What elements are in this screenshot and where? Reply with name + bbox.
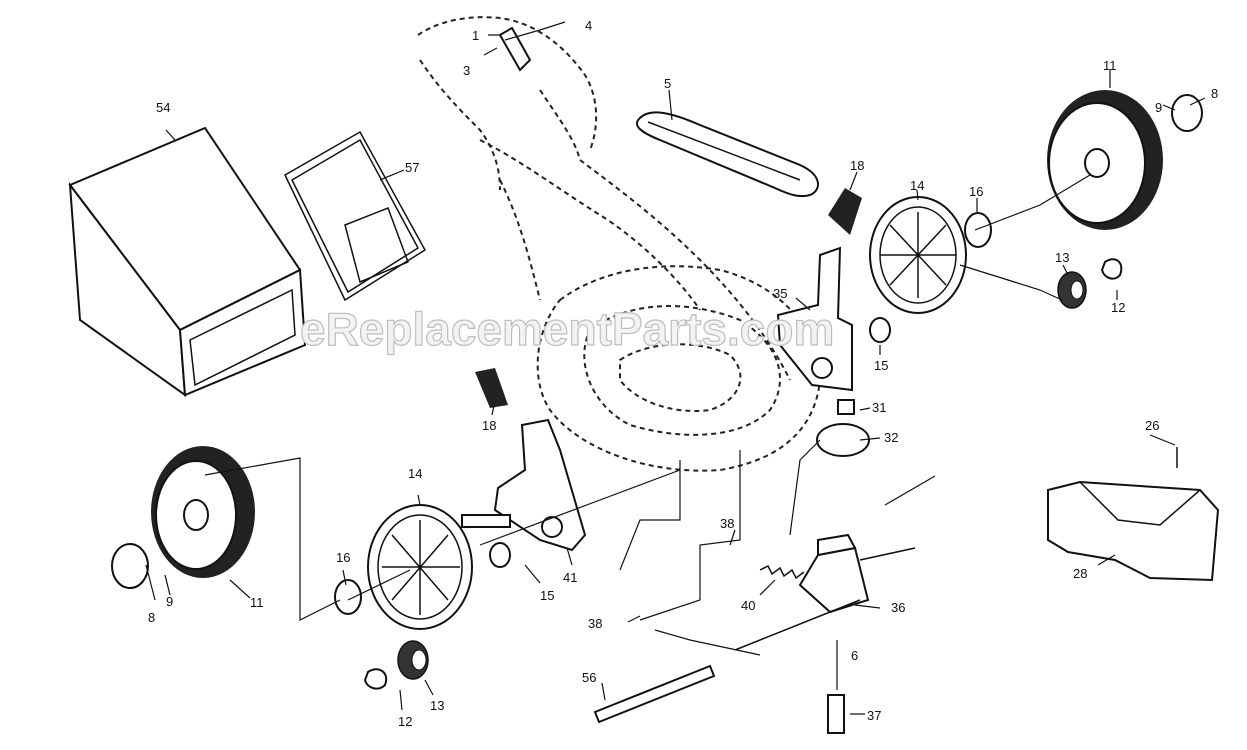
callout-5: 5 [664, 76, 671, 91]
callout-15-right: 15 [874, 358, 888, 373]
callout-13-right: 13 [1055, 250, 1069, 265]
callout-1: 1 [472, 28, 479, 43]
callout-labels: 1 3 4 5 6 8 8 9 9 11 11 12 12 13 13 14 1… [148, 18, 1218, 729]
drive-belt [635, 111, 819, 198]
bearing-right [869, 317, 891, 343]
gear-wheel-left [367, 504, 473, 630]
callout-11-right: 11 [1103, 58, 1117, 73]
callout-8-right: 8 [1211, 86, 1218, 101]
part-31 [837, 399, 855, 415]
pad-upper [828, 188, 862, 235]
callout-12-left: 12 [398, 714, 412, 729]
callout-56: 56 [582, 670, 596, 685]
watermark: eReplacementParts.com [300, 303, 834, 355]
callout-41: 41 [563, 570, 577, 585]
callout-54: 54 [156, 100, 170, 115]
spring [759, 564, 805, 580]
callout-40: 40 [741, 598, 755, 613]
washer-right [964, 212, 992, 248]
callout-6: 6 [851, 648, 858, 663]
part-32 [816, 423, 870, 457]
leader-lines [145, 21, 1206, 715]
callout-15-left: 15 [540, 588, 554, 603]
callout-16-right: 16 [969, 184, 983, 199]
mower-deck [536, 265, 822, 472]
gear-wheel-right [869, 196, 967, 314]
callout-14-left: 14 [408, 466, 422, 481]
callout-57: 57 [405, 160, 419, 175]
callout-4: 4 [585, 18, 592, 33]
callout-38-lower: 38 [588, 616, 602, 631]
grass-bag [68, 126, 307, 398]
bearing-left [489, 542, 511, 568]
callout-11-left: 11 [250, 595, 264, 610]
callout-38-upper: 38 [720, 516, 734, 531]
hubcap-right [1171, 94, 1203, 132]
clip-right [1100, 258, 1123, 280]
washer-left [334, 579, 362, 615]
drive-bracket-right [776, 246, 853, 392]
callout-28: 28 [1073, 566, 1087, 581]
transmission [798, 533, 916, 614]
callout-35: 35 [773, 286, 787, 301]
callout-16-left: 16 [336, 550, 350, 565]
callout-9-right: 9 [1155, 100, 1162, 115]
callout-14-right: 14 [910, 178, 924, 193]
part-37 [827, 694, 845, 734]
callout-37: 37 [867, 708, 881, 723]
pad-lower [475, 368, 508, 408]
callout-18-upper: 18 [850, 158, 864, 173]
callout-13-left: 13 [430, 698, 444, 713]
drive-bracket-left [461, 418, 587, 552]
callout-32: 32 [884, 430, 898, 445]
bag-frame [284, 130, 426, 302]
callout-31: 31 [872, 400, 886, 415]
wheel-right [1047, 90, 1163, 230]
callout-3: 3 [463, 63, 470, 78]
callout-12-right: 12 [1111, 300, 1125, 315]
pinion-left [397, 640, 429, 680]
callout-36: 36 [891, 600, 905, 615]
pinion-right [1057, 271, 1087, 309]
callout-8-left: 8 [148, 610, 155, 625]
wheel-left [151, 446, 255, 578]
clip-left [363, 668, 388, 690]
callout-9-left: 9 [166, 594, 173, 609]
axle-rod [593, 664, 716, 724]
callout-18-lower: 18 [482, 418, 496, 433]
hubcap-left [111, 543, 149, 589]
mulch-plug [1047, 480, 1220, 582]
callout-26: 26 [1145, 418, 1159, 433]
handle-lever [498, 26, 532, 72]
handle-assembly [417, 16, 791, 381]
